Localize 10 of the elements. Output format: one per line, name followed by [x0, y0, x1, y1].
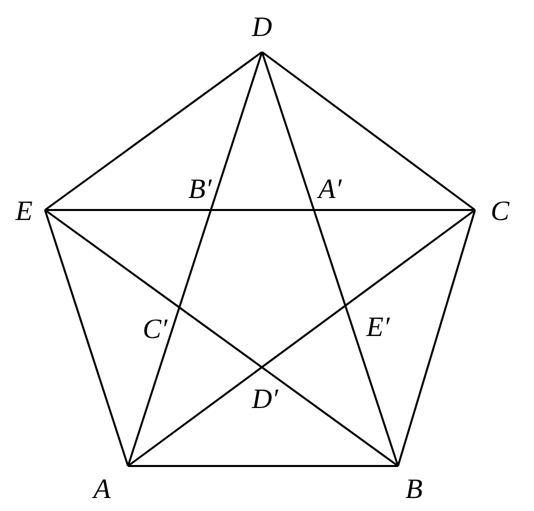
point-label: C′: [142, 316, 168, 344]
point-label: E′: [366, 314, 390, 342]
point-label: B: [405, 476, 423, 504]
point-label: D′: [252, 386, 278, 414]
point-label: D: [252, 14, 272, 42]
point-label: C: [490, 198, 510, 226]
point-label: A: [93, 476, 111, 504]
point-label: B′: [188, 176, 212, 204]
point-label: E: [15, 198, 33, 226]
point-label: A′: [318, 176, 342, 204]
